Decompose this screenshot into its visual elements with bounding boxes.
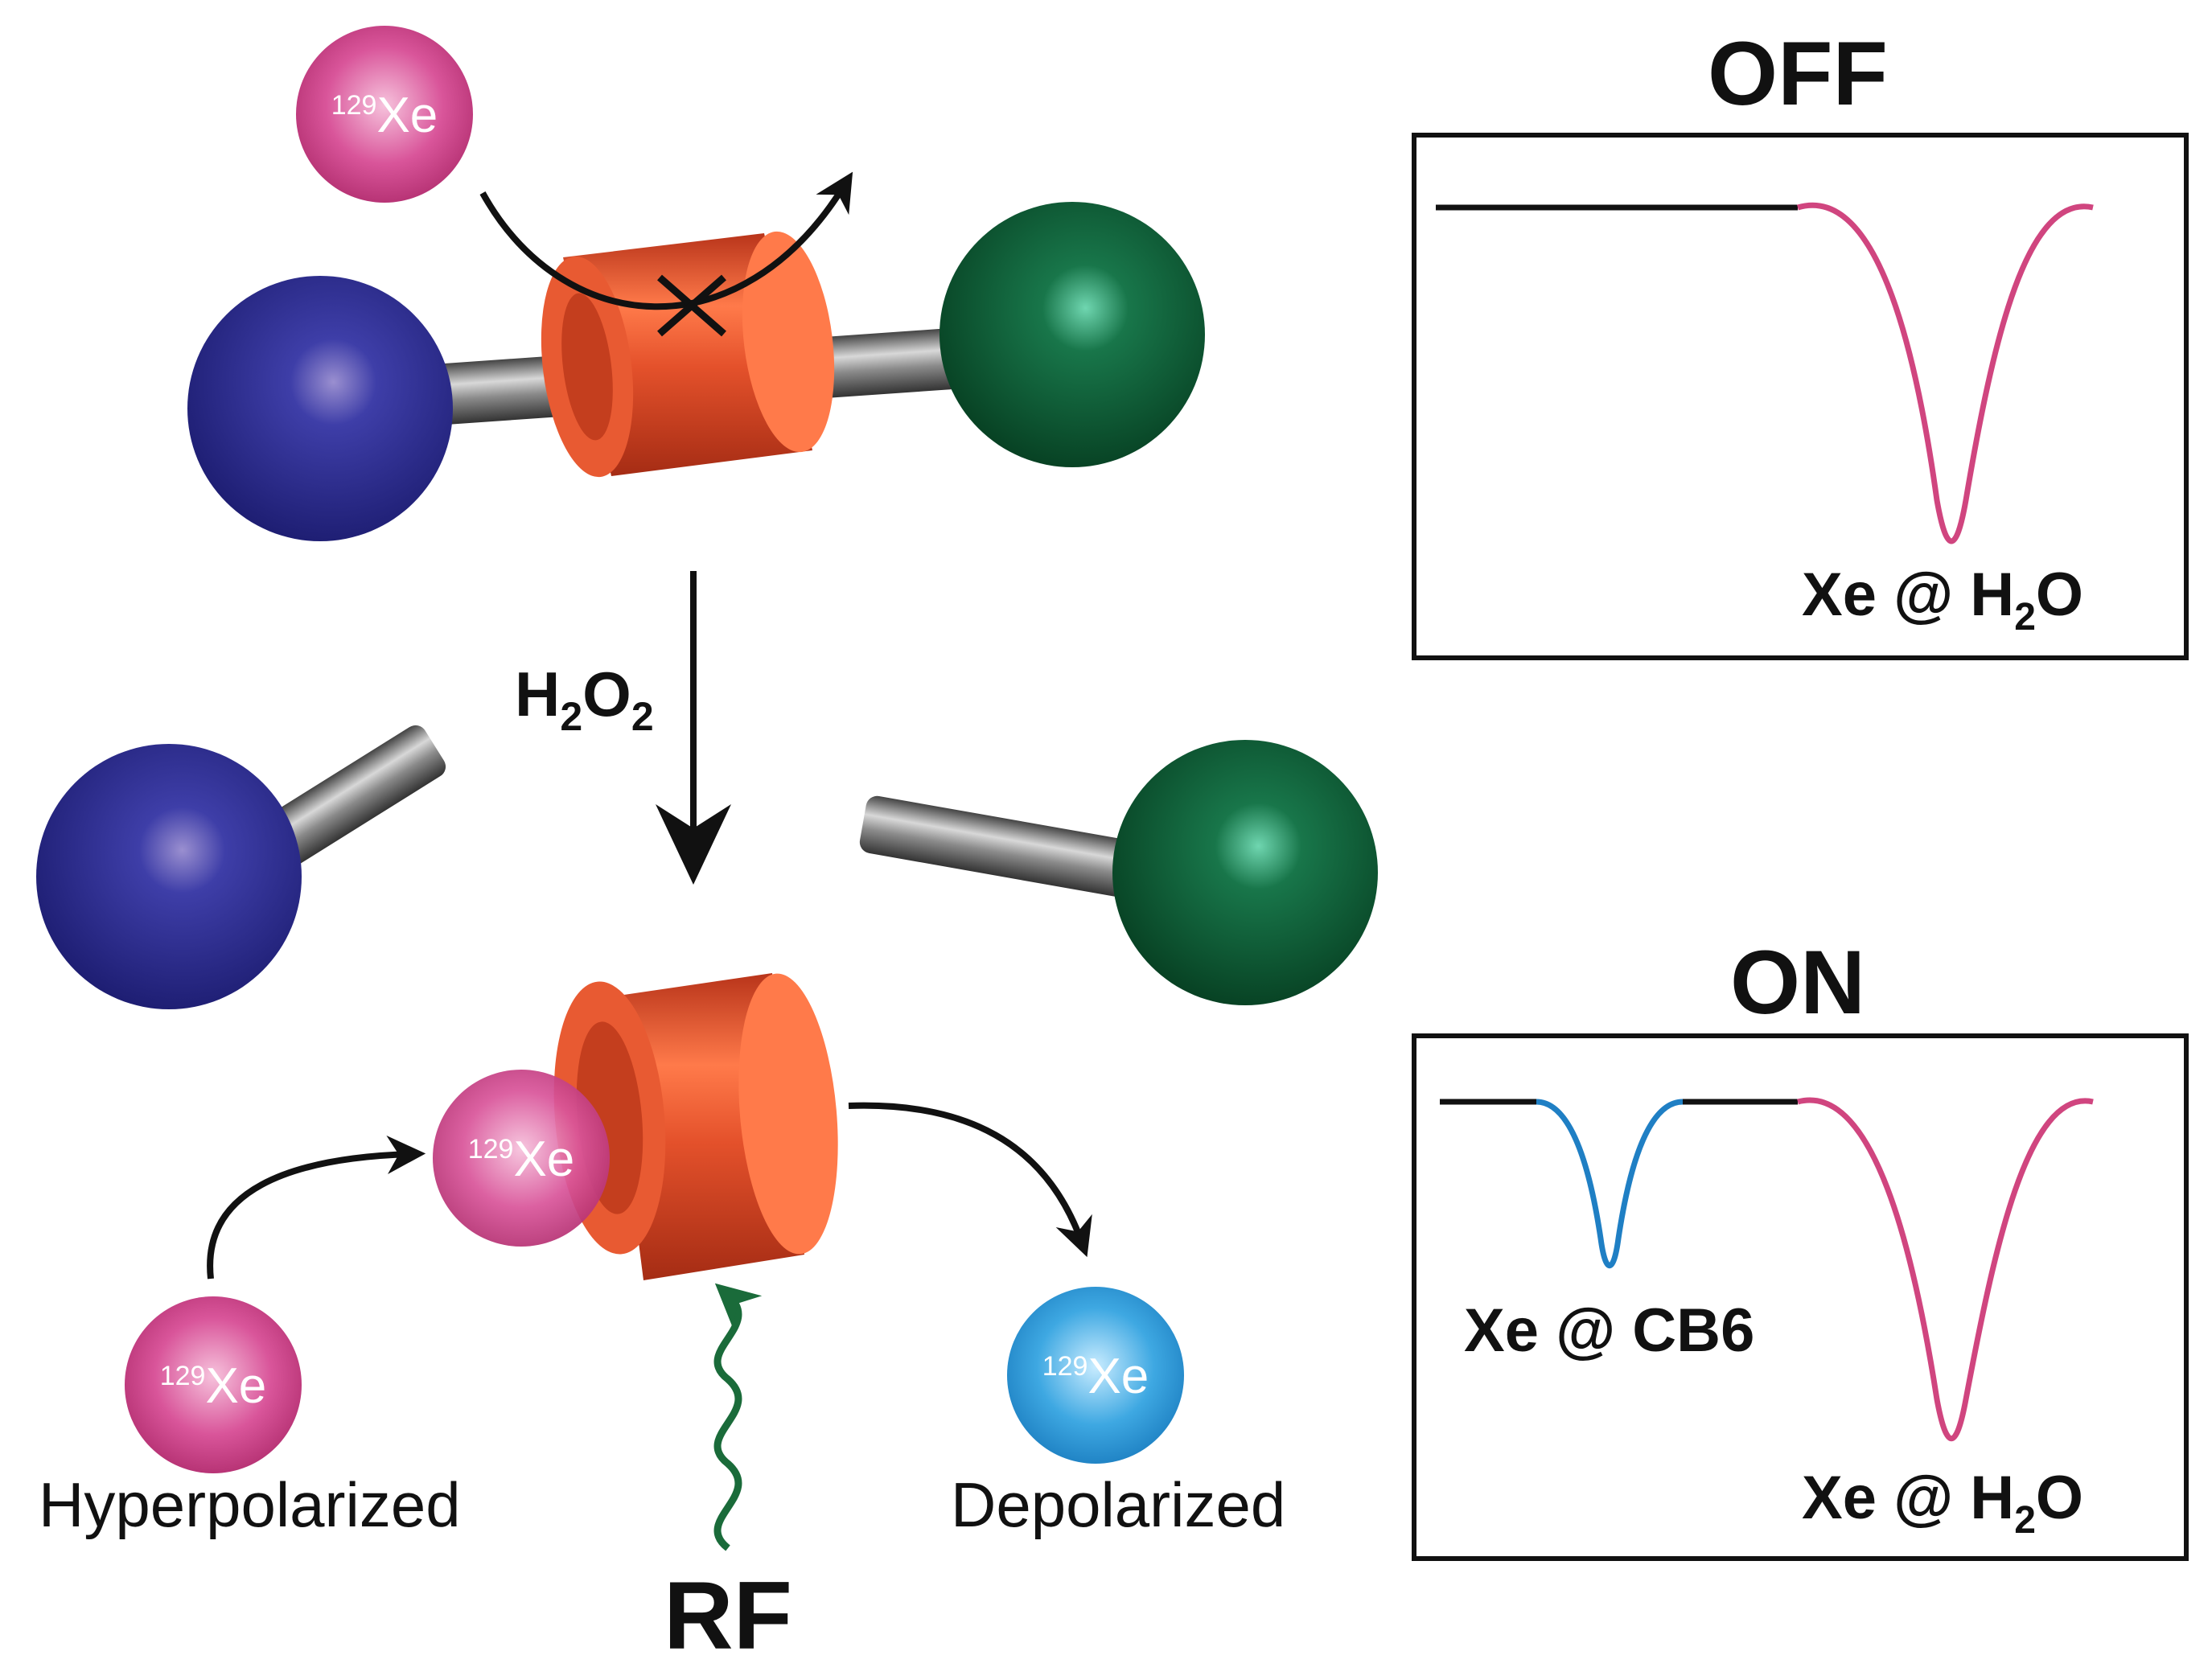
xe-atom-bound: 129Xe	[433, 1070, 610, 1247]
svg-text:129Xe: 129Xe	[468, 1132, 575, 1187]
on-panel-title: ON	[1730, 932, 1865, 1033]
release-arrow	[848, 1102, 1092, 1258]
xe-atom-depolarized: 129Xe	[1007, 1287, 1184, 1464]
blocked-path-arrow	[479, 171, 853, 310]
depolarized-label: Depolarized	[951, 1469, 1285, 1540]
xe-symbol: Xe	[376, 88, 438, 143]
off-h2o-peak	[1797, 203, 2094, 544]
off-h2o-peak-label: Xe @ H2O	[1802, 561, 2083, 639]
reagent-label: H2O2	[515, 659, 654, 739]
rf-wave-arrow	[713, 1283, 763, 1551]
blocked-x-mark	[657, 274, 726, 337]
on-h2o-peak-label: Xe @ H2O	[1802, 1464, 2083, 1542]
off-panel-title: OFF	[1708, 23, 1888, 124]
rf-label: RF	[664, 1562, 792, 1670]
reaction-arrow	[656, 571, 731, 885]
xe-atom-hyperpolarized: 129Xe	[125, 1296, 302, 1473]
cleaved-green-fragment	[859, 740, 1378, 1005]
on-cb6-peak-label: Xe @ CB6	[1464, 1296, 1754, 1365]
green-stopper	[939, 202, 1205, 467]
xe-mass-number: 129	[331, 90, 377, 121]
on-spectrum-panel: Xe @ CB6 Xe @ H2O	[1412, 1033, 2189, 1561]
svg-text:129Xe: 129Xe	[331, 88, 438, 143]
cb6-free	[553, 973, 838, 1280]
on-cb6-peak	[1536, 1099, 1684, 1268]
cleaved-blue-fragment	[36, 725, 446, 1009]
svg-text:129Xe: 129Xe	[1042, 1349, 1149, 1404]
svg-text:129Xe: 129Xe	[160, 1358, 267, 1414]
off-spectrum-panel: Xe @ H2O	[1412, 133, 2189, 660]
binding-arrow	[207, 1135, 426, 1280]
blue-stopper	[187, 276, 453, 541]
cb6-macrocycle	[541, 231, 835, 478]
rotaxane-assembled: 129Xe	[187, 26, 1205, 541]
hyperpolarized-label: Hyperpolarized	[39, 1469, 461, 1540]
xe-atom-incoming: 129Xe	[296, 26, 473, 203]
on-h2o-peak	[1797, 1097, 2094, 1441]
